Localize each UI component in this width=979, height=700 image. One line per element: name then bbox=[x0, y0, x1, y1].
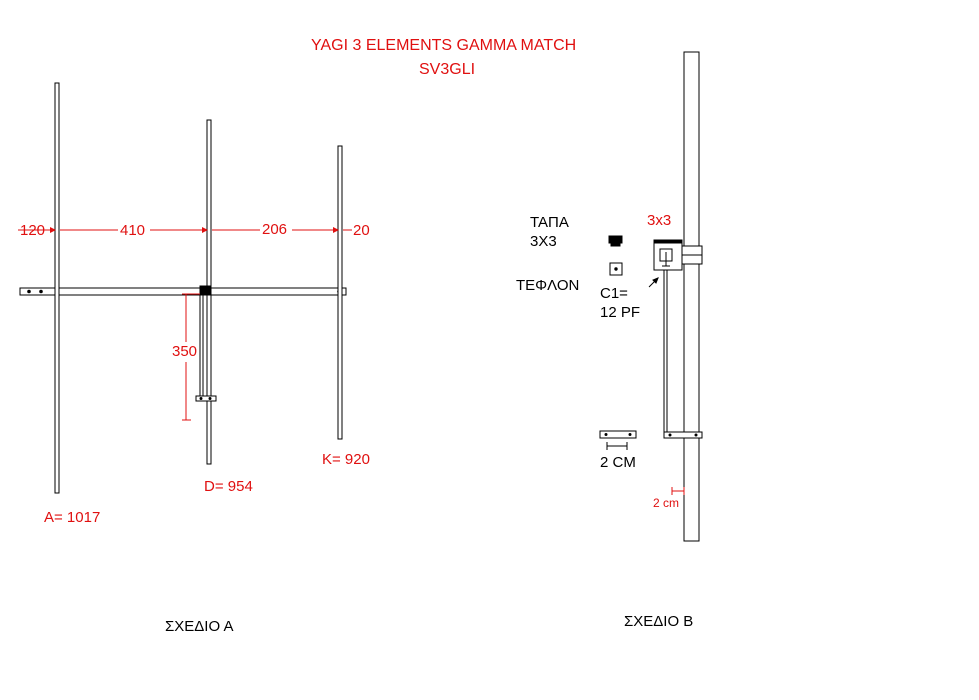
gamma-strap bbox=[195, 395, 217, 402]
strap-detail bbox=[599, 430, 637, 439]
boom bbox=[19, 287, 347, 296]
spacing-label-20: 20 bbox=[353, 222, 370, 239]
cap-size-label: 3Χ3 bbox=[530, 233, 557, 250]
drawing-a bbox=[19, 82, 347, 494]
drawing-b-caption: ΣΧΕΔΙΟ Β bbox=[624, 613, 694, 630]
gamma-rod-closeup bbox=[663, 269, 668, 434]
diagram-title: YAGI 3 ELEMENTS GAMMA MATCH bbox=[311, 37, 577, 54]
drawing-a-caption: ΣΧΕΔΙΟ Α bbox=[165, 618, 234, 635]
capacitor-value: 12 PF bbox=[600, 304, 641, 321]
drawing-b bbox=[599, 51, 703, 542]
dimension-lines-b bbox=[606, 442, 685, 495]
cap-3x3-icon bbox=[608, 235, 623, 244]
spacing-label-120: 120 bbox=[20, 222, 46, 239]
author-callsign: SV3GLI bbox=[419, 61, 476, 78]
offset-dimension-label: 2 cm bbox=[653, 496, 680, 510]
strap-bolt-2 bbox=[208, 397, 212, 400]
box-size-label: 3x3 bbox=[647, 212, 672, 229]
strap-closeup bbox=[663, 431, 703, 439]
teflon-label: ΤΕΦΛΟΝ bbox=[516, 277, 580, 294]
director-length-label: K= 920 bbox=[322, 451, 370, 468]
strap-dimension-label: 2 CM bbox=[600, 454, 636, 471]
driven-length-label: D= 954 bbox=[204, 478, 253, 495]
reflector-length-label: A= 1017 bbox=[44, 509, 101, 526]
spacing-label-410: 410 bbox=[120, 222, 146, 239]
boom-bolt-left bbox=[27, 289, 31, 294]
feed-block bbox=[199, 285, 212, 296]
strap-bolt bbox=[199, 397, 203, 400]
gamma-rod bbox=[199, 294, 204, 399]
director-element bbox=[337, 145, 343, 440]
gamma-length-label: 350 bbox=[172, 343, 198, 360]
reflector-element bbox=[54, 82, 60, 494]
spacing-label-206: 206 bbox=[262, 221, 288, 238]
dimension-lines-a bbox=[18, 227, 352, 421]
capacitor-label: C1= bbox=[600, 285, 628, 302]
cap-label: ΤΑΠΑ bbox=[530, 214, 569, 231]
driven-element-closeup bbox=[683, 51, 700, 542]
boom-bolt-left-2 bbox=[39, 289, 43, 294]
